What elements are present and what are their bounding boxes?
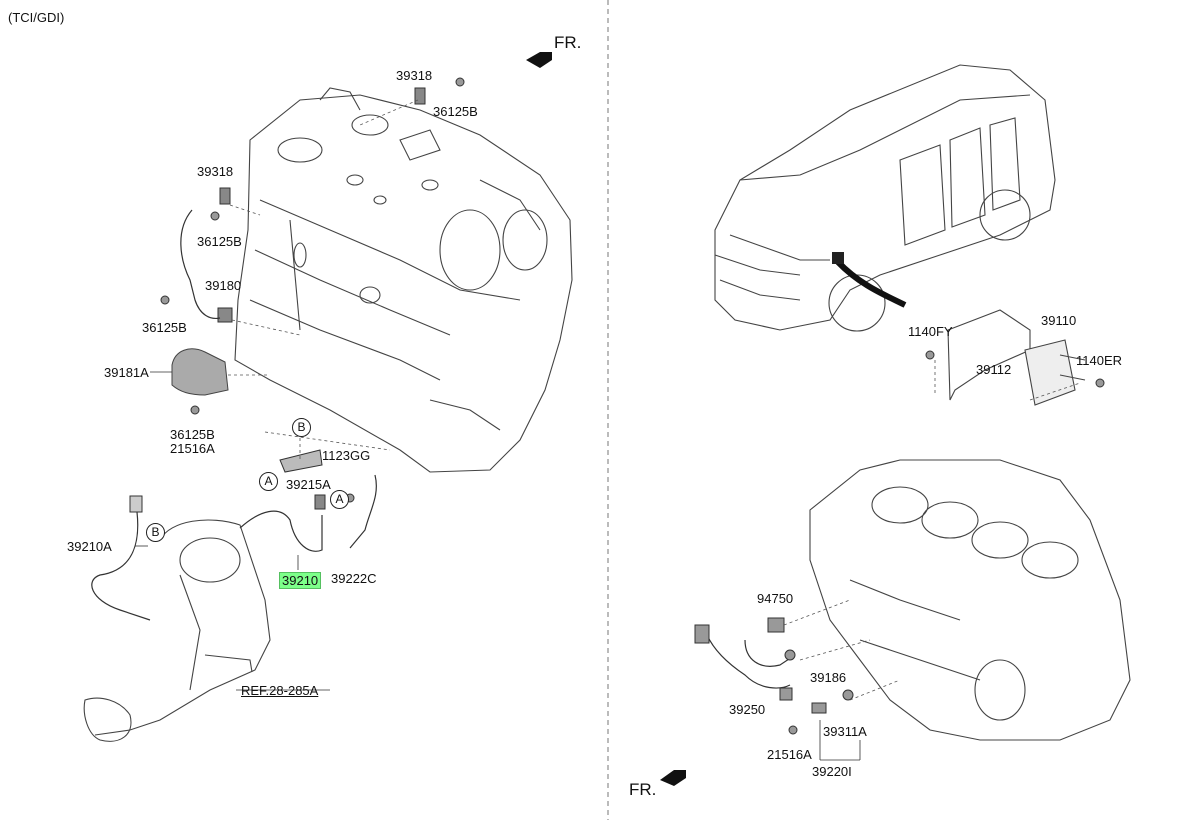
part-label-39215A[interactable]: 39215A <box>286 477 331 492</box>
marker-b-top: B <box>292 418 311 437</box>
harness-right <box>704 629 796 689</box>
part-label-39222C[interactable]: 39222C <box>331 571 377 586</box>
part-label-39318-left[interactable]: 39318 <box>197 164 234 179</box>
label-leaders-left <box>135 371 330 691</box>
part-label-36125B-left[interactable]: 36125B <box>197 234 242 249</box>
bracket-39215A <box>279 449 323 473</box>
part-label-39186[interactable]: 39186 <box>810 670 847 685</box>
part-label-39181A[interactable]: 39181A <box>104 365 149 380</box>
part-label-21516A-right[interactable]: 21516A <box>767 747 812 762</box>
reference-link-28-285A[interactable]: REF.28-285A <box>241 683 319 698</box>
heat-shield <box>171 348 229 396</box>
bolts-left <box>160 77 465 503</box>
part-label-21516A-left[interactable]: 21516A <box>170 441 215 456</box>
part-label-39220I[interactable]: 39220I <box>812 764 852 779</box>
label-leaders-right <box>819 720 861 761</box>
location-arrow <box>835 259 907 308</box>
leader-lines-right <box>783 360 1081 701</box>
engine-block-left <box>234 87 573 473</box>
fr-label-top: FR. <box>554 33 582 52</box>
part-label-1140FY[interactable]: 1140FY <box>908 324 953 339</box>
bolts-right-top <box>925 350 1105 388</box>
part-label-39210-highlighted[interactable]: 39210 <box>279 572 322 589</box>
part-label-1123GG[interactable]: 1123GG <box>322 448 371 463</box>
part-label-36125B-low[interactable]: 36125B <box>170 427 215 442</box>
sensor-shapes-left <box>129 87 426 513</box>
part-label-39180[interactable]: 39180 <box>205 278 242 293</box>
page-title: (TCI/GDI) <box>8 10 65 25</box>
part-label-36125B-mid[interactable]: 36125B <box>142 320 187 335</box>
fr-arrow-top <box>526 52 552 68</box>
part-label-36125B-top[interactable]: 36125B <box>433 104 478 119</box>
marker-a-right: A <box>330 490 349 509</box>
ecu-location-mark <box>832 252 844 264</box>
part-label-94750[interactable]: 94750 <box>757 591 794 606</box>
catalytic-converter <box>83 519 271 742</box>
cylinder-block-right <box>809 459 1131 741</box>
part-label-39210A[interactable]: 39210A <box>67 539 112 554</box>
leader-lines-left <box>228 99 419 460</box>
marker-a-left: A <box>259 472 278 491</box>
ecu-assembly <box>947 309 1086 406</box>
part-label-1140ER[interactable]: 1140ER <box>1076 353 1123 368</box>
part-label-39318-top[interactable]: 39318 <box>396 68 433 83</box>
part-label-39112[interactable]: 39112 <box>976 362 1012 377</box>
fr-label-bottom: FR. <box>629 780 657 799</box>
marker-b-left: B <box>146 523 165 542</box>
vehicle-outline <box>714 64 1056 332</box>
part-label-39110[interactable]: 39110 <box>1041 313 1077 328</box>
part-label-39311A[interactable]: 39311A <box>823 724 867 739</box>
fr-arrow-bottom <box>660 770 686 786</box>
part-label-39250[interactable]: 39250 <box>729 702 766 717</box>
wires-left <box>91 209 377 621</box>
